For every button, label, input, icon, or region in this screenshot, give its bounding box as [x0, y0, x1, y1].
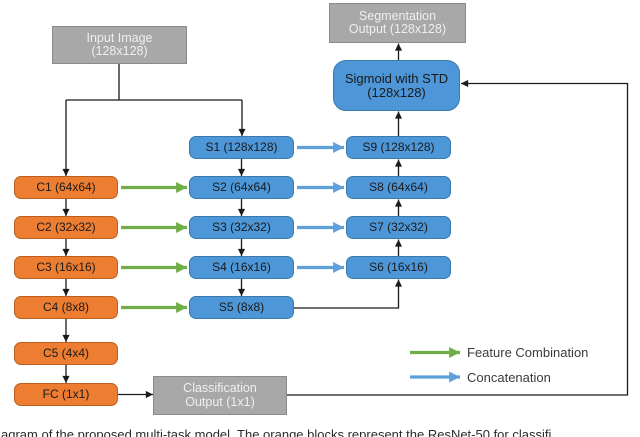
node-sigmoid-line1: Sigmoid with STD — [344, 70, 449, 86]
node-s8: S8 (64x64) — [346, 176, 451, 199]
node-classification-output: Classification Output (1x1) — [153, 376, 287, 415]
node-s9: S9 (128x128) — [346, 136, 451, 159]
node-fc: FC (1x1) — [14, 383, 118, 406]
node-c4: C4 (8x8) — [14, 296, 118, 319]
node-sigmoid-line2: (128x128) — [367, 84, 426, 100]
node-c2: C2 (32x32) — [14, 216, 118, 239]
node-s6: S6 (16x16) — [346, 256, 451, 279]
flow-connectors — [62, 43, 629, 399]
node-c1: C1 (64x64) — [14, 176, 118, 199]
node-segmentation-output: Segmentation Output (128x128) — [329, 3, 466, 43]
node-segmentation-output-line1: Segmentation — [358, 8, 437, 23]
figure-caption: agram of the proposed multi-task model. … — [1, 427, 552, 437]
concatenation-arrows — [297, 142, 460, 383]
node-input-image-line1: Input Image — [86, 30, 153, 45]
node-s3: S3 (32x32) — [189, 216, 294, 239]
node-s2: S2 (64x64) — [189, 176, 294, 199]
legend-concatenation-label: Concatenation — [467, 370, 551, 385]
node-s7: S7 (32x32) — [346, 216, 451, 239]
node-s5: S5 (8x8) — [189, 296, 294, 319]
node-segmentation-output-line2: Output (128x128) — [348, 22, 447, 36]
node-input-image-line2: (128x128) — [91, 44, 148, 58]
node-input-image: Input Image (128x128) — [52, 26, 187, 64]
node-classification-output-line2: Output (1x1) — [185, 394, 255, 409]
node-c5: C5 (4x4) — [14, 342, 118, 365]
node-c3: C3 (16x16) — [14, 256, 118, 279]
node-s4: S4 (16x16) — [189, 256, 294, 279]
legend-feature-combination-label: Feature Combination — [467, 345, 589, 360]
node-s1: S1 (128x128) — [189, 136, 294, 159]
feature-combination-arrows — [121, 182, 460, 358]
node-sigmoid-with-std: Sigmoid with STD (128x128) — [333, 60, 460, 111]
node-classification-output-line1: Classification — [183, 381, 257, 396]
